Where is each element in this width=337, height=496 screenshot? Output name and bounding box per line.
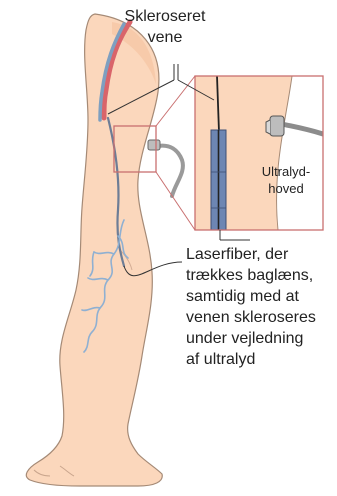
label-sclerosed-vein-line-2: vene xyxy=(110,27,220,48)
label-laser-fiber-line-3: samtidig med at xyxy=(186,286,336,307)
label-laser-fiber: Laserfiber, der trækkes baglæns, samtidi… xyxy=(186,244,336,370)
label-laser-fiber-line-2: trækkes baglæns, xyxy=(186,265,336,286)
label-laser-fiber-line-4: venen skleroseres xyxy=(186,307,336,328)
label-sclerosed-vein: Skleroseret vene xyxy=(110,6,220,48)
label-ultrasound-probe-line-2: hoved xyxy=(255,180,317,197)
label-laser-fiber-line-5: under vejledning xyxy=(186,328,336,349)
label-laser-fiber-line-6: af ultralyd xyxy=(186,349,336,370)
ultrasound-probe-small xyxy=(148,140,183,196)
leg-silhouette xyxy=(26,14,162,486)
label-laser-fiber-line-1: Laserfiber, der xyxy=(186,244,336,265)
label-ultrasound-probe: Ultralyd- hoved xyxy=(255,163,317,197)
label-sclerosed-vein-line-1: Skleroseret xyxy=(110,6,220,27)
label-ultrasound-probe-line-1: Ultralyd- xyxy=(255,163,317,180)
zoom-panel xyxy=(195,76,323,230)
